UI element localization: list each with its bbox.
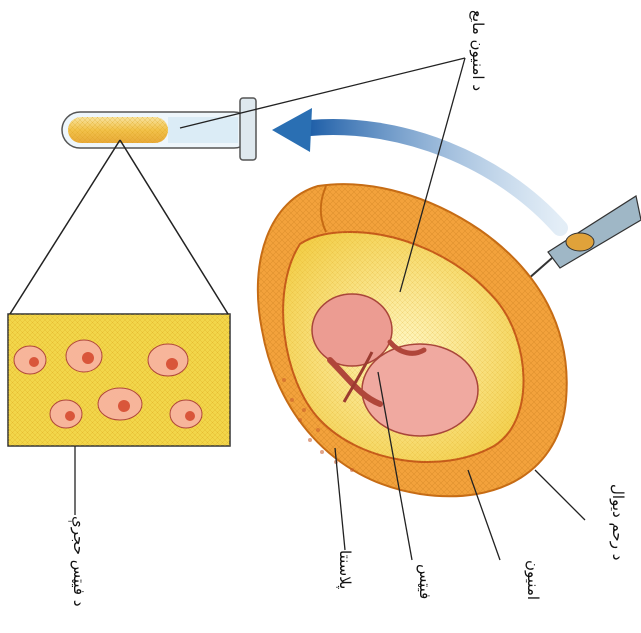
label-fetal-cells: د فیټس حجرې — [71, 516, 86, 607]
zoom-lines — [10, 140, 228, 314]
cell — [14, 346, 46, 374]
cell — [50, 400, 82, 428]
fetal-cells-panel — [8, 314, 230, 446]
label-amnion: امنیون — [525, 560, 540, 600]
cell — [170, 400, 202, 428]
cell — [148, 344, 188, 376]
label-uterus-wall: د رحم دیوال — [610, 484, 625, 560]
cell — [66, 340, 102, 372]
cell — [98, 388, 142, 420]
test-tube — [62, 98, 256, 160]
label-placenta: پلاسنتا — [337, 550, 352, 589]
label-amniotic-fluid: د امنیون مایع — [470, 10, 485, 91]
label-fetus: فیټس — [417, 564, 432, 599]
uterus — [258, 184, 567, 496]
